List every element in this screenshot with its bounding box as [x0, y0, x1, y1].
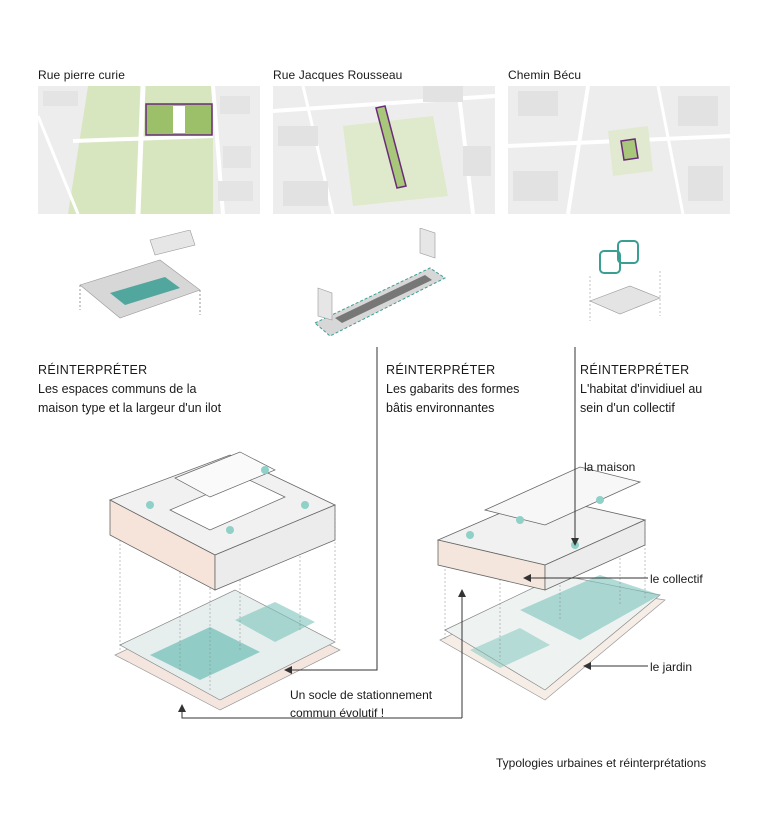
arrow-socle-left [178, 704, 462, 719]
concept-2-line2: bâtis environnantes [386, 401, 495, 415]
callout-le-collectif: le collectif [650, 572, 703, 586]
site-map-jacques-rousseau [273, 86, 495, 214]
site-title-chemin-becu: Chemin Bécu [508, 68, 582, 82]
concept-3-line2: sein d'un collectif [580, 401, 675, 415]
concept-1-line1: Les espaces communs de la [38, 382, 197, 396]
concept-1-heading: RÉINTERPRÉTER [38, 363, 148, 377]
concept-3-heading: RÉINTERPRÉTER [580, 363, 690, 377]
figure-caption: Typologies urbaines et réinterprétations [496, 756, 707, 770]
site-map-chemin-becu [508, 86, 730, 214]
iso-diagram-jacques-rousseau [310, 228, 450, 343]
callout-socle-line2: commun évolutif ! [290, 706, 385, 720]
site-title-pierre-curie: Rue pierre curie [38, 68, 125, 82]
main-axonometric-area [0, 330, 768, 740]
concept-2: RÉINTERPRÉTER Les gabarits des formes bâ… [386, 363, 626, 418]
callout-le-jardin: le jardin [650, 660, 693, 674]
concept-3: RÉINTERPRÉTER L'habitat d'invidiuel au s… [580, 363, 768, 418]
site-map-pierre-curie [38, 86, 260, 214]
concept-2-heading: RÉINTERPRÉTER [386, 363, 496, 377]
callout-la-maison: la maison [584, 460, 636, 474]
callout-socle: Un socle de stationnement commun évoluti… [290, 686, 432, 722]
left-building-axonometric [109, 451, 341, 711]
right-building-axonometric [436, 466, 666, 701]
callout-socle-line1: Un socle de stationnement [290, 688, 433, 702]
site-title-jacques-rousseau: Rue Jacques Rousseau [273, 68, 403, 82]
iso-diagram-chemin-becu [580, 236, 680, 331]
concept-3-line1: L'habitat d'invidiuel au [580, 382, 703, 396]
concept-1: RÉINTERPRÉTER Les espaces communs de la … [38, 363, 278, 418]
iso-diagram-pierre-curie [70, 230, 210, 340]
arrow-to-left-socle [284, 347, 378, 674]
concept-1-line2: maison type et la largeur d'un ilot [38, 401, 222, 415]
concept-2-line1: Les gabarits des formes [386, 382, 520, 396]
